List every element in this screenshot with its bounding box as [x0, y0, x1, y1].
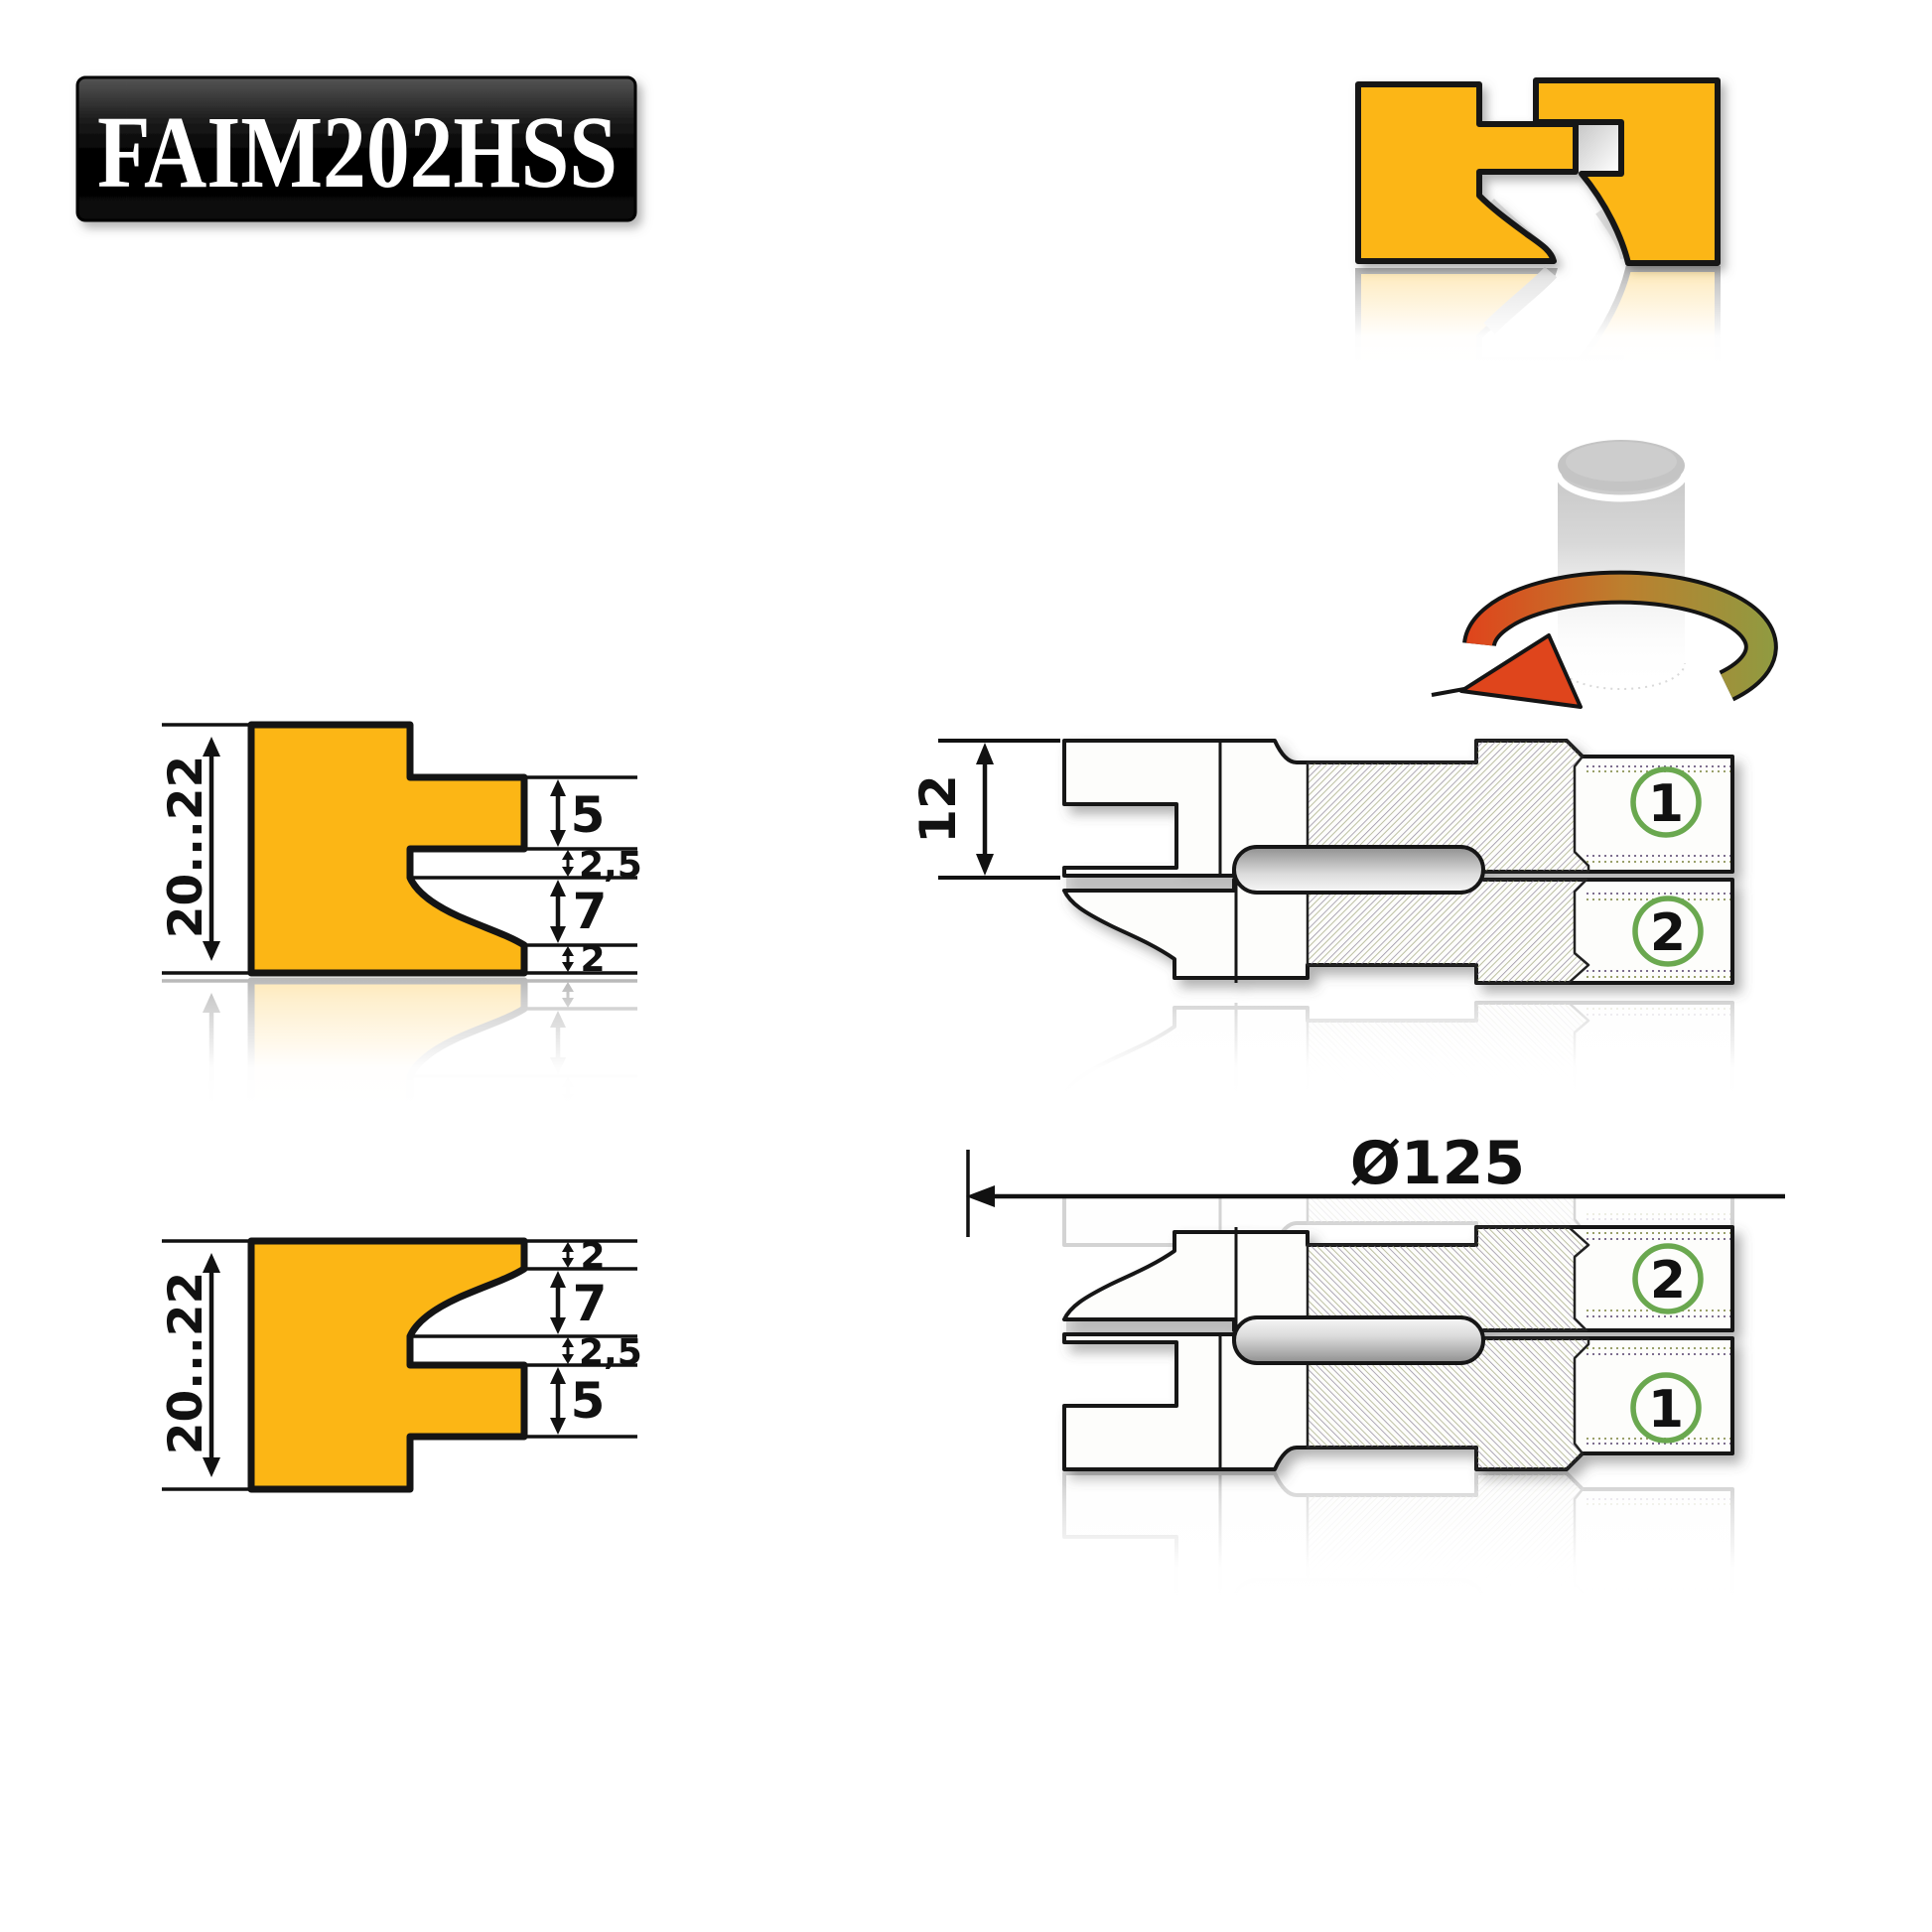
dim-label-2: 2: [580, 939, 605, 980]
joint-illustration: [1320, 77, 1757, 465]
cutter-head-drawing-top: 12 1 2: [909, 739, 1817, 1247]
dim-diameter-label: Ø125: [1350, 1129, 1525, 1198]
knife-number: 2: [1650, 903, 1686, 963]
product-code-banner: FAIM202HSS: [75, 75, 637, 222]
knife-badge-circle: [1632, 896, 1704, 967]
banner-background: [75, 75, 637, 222]
dim-label-5: 5: [571, 786, 606, 844]
dim-label-5: 5: [571, 1372, 606, 1430]
knife-badge-circle: [1630, 766, 1702, 838]
arrow-head: [1459, 633, 1583, 709]
profile-top-reflection-fade: [139, 977, 655, 1235]
cutter-top-reflection-fade: [923, 998, 1817, 1196]
profile-bottom-reflection-fade: [139, 1493, 655, 1751]
dim-label-7: 7: [573, 883, 608, 940]
groove-cavity: [1578, 124, 1619, 172]
cutter-bottom-reflection-fade: [923, 1483, 1817, 1722]
dim-label-2-5: 2,5: [579, 1332, 642, 1373]
knife-badge-circle: [1632, 1243, 1704, 1314]
knife-number: 2: [1650, 1251, 1686, 1311]
dim-label-2-5: 2,5: [579, 845, 642, 886]
dim-label-7: 7: [573, 1275, 608, 1332]
wood-piece-left: [1355, 81, 1579, 264]
spindle-cylinder: [1554, 440, 1689, 690]
product-code-text: FAIM202HSS: [97, 95, 618, 209]
dim-cutting-width-label: 12: [909, 774, 967, 844]
wood-piece-right: [1533, 77, 1721, 266]
profile-cross-section-bottom: 20...22 2 7 2,5 5: [139, 1236, 655, 1751]
dim-height-label: 20...22: [159, 756, 213, 938]
knife-number: 1: [1648, 1380, 1684, 1440]
rotation-arrow: [1431, 570, 1778, 709]
knife-number: 1: [1648, 774, 1684, 834]
dim-label-2: 2: [580, 1236, 605, 1277]
dim-height-label: 20...22: [159, 1272, 213, 1454]
profile-cross-section-top: 20...22 5 2,5 7 2: [139, 725, 655, 1235]
cutter-head-drawing-bottom: Ø125 2 1: [923, 1129, 1817, 1722]
knife-badge-circle: [1630, 1372, 1702, 1444]
joint-reflection-fade: [1320, 266, 1757, 465]
